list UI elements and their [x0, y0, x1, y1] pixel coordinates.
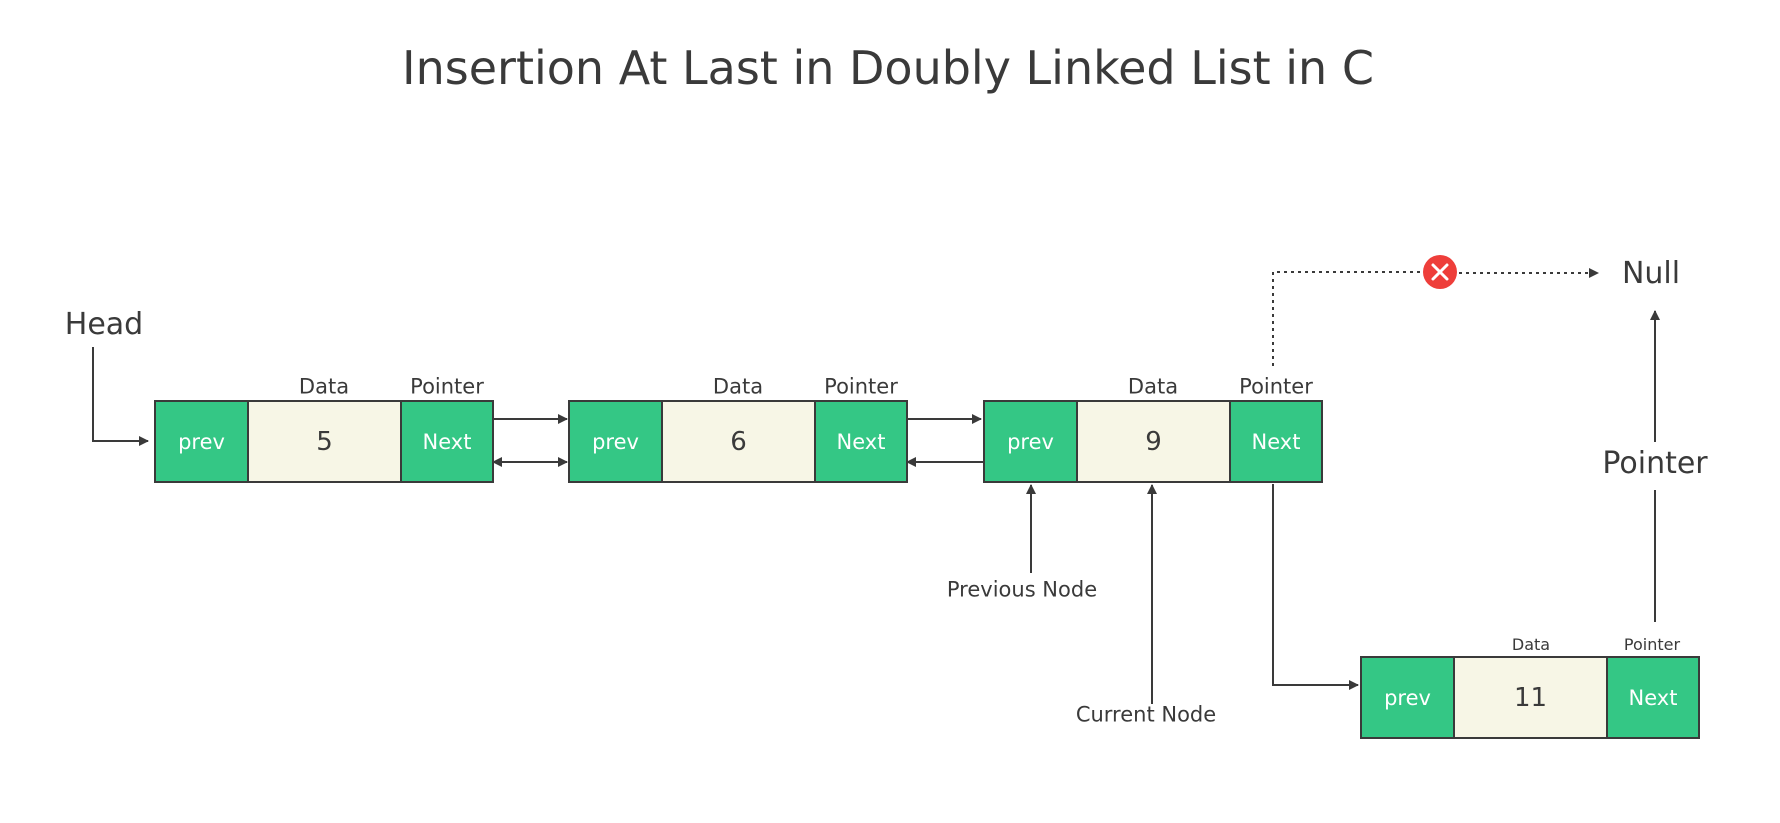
- node-prev-cell: prev: [154, 400, 249, 483]
- head-label: Head: [64, 307, 144, 342]
- close-icon: [1423, 255, 1457, 289]
- data-header: Data: [1127, 374, 1179, 399]
- node-next-cell: Next: [400, 400, 494, 483]
- pointer-header: Pointer: [824, 374, 898, 399]
- pointer-header: Pointer: [1623, 635, 1681, 654]
- current-node-label: Current Node: [1075, 702, 1217, 727]
- data-header: Data: [712, 374, 764, 399]
- node-next-cell: Next: [814, 400, 908, 483]
- node-data-cell: 11: [1453, 656, 1608, 739]
- old-null-link: [1272, 271, 1422, 366]
- head-arrow: [92, 347, 149, 446]
- null-label: Null: [1621, 256, 1681, 291]
- pointer-header: Pointer: [1239, 374, 1313, 399]
- diagram-title: Insertion At Last in Doubly Linked List …: [402, 41, 1374, 95]
- node-data-cell: 9: [1076, 400, 1231, 483]
- node-prev-cell: prev: [983, 400, 1078, 483]
- node-prev-cell: prev: [568, 400, 663, 483]
- data-header: Data: [298, 374, 350, 399]
- pointer-label: Pointer: [1602, 446, 1708, 481]
- node-next-cell: Next: [1229, 400, 1323, 483]
- node-prev-cell: prev: [1360, 656, 1455, 739]
- data-header: Data: [1511, 635, 1551, 654]
- next-arrow-3-new: [1272, 484, 1359, 690]
- node-data-cell: 6: [661, 400, 816, 483]
- previous-node-label: Previous Node: [946, 577, 1098, 602]
- node-data-cell: 5: [247, 400, 402, 483]
- pointer-header: Pointer: [410, 374, 484, 399]
- node-next-cell: Next: [1606, 656, 1700, 739]
